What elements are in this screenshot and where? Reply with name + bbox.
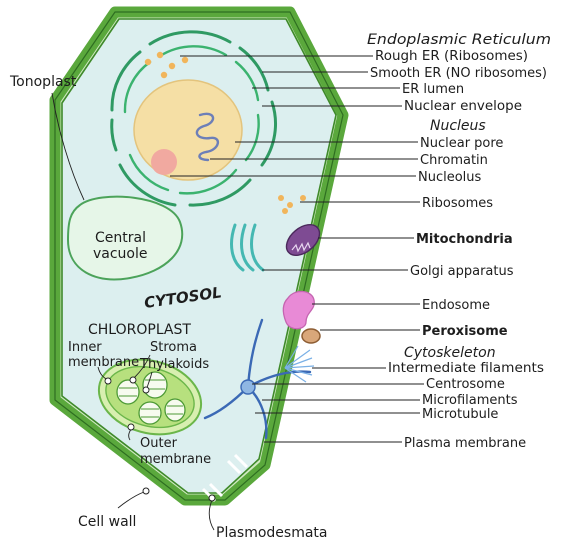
- central-vacuole-label-1: Central: [95, 230, 146, 246]
- golgi-apparatus-label: Golgi apparatus: [410, 264, 514, 279]
- cell-wall-leader-dot: [143, 488, 149, 494]
- plasma-membrane-label: Plasma membrane: [404, 436, 526, 451]
- inner-membrane-label-1: Inner: [68, 340, 102, 355]
- cell-wall-leader: [118, 492, 144, 508]
- plasmodesmata-leader-dot: [209, 495, 215, 501]
- peroxisome-label: Peroxisome: [422, 324, 508, 339]
- endoplasmic-reticulum-heading: Endoplasmic Reticulum: [367, 32, 551, 48]
- microfilaments-label: Microfilaments: [422, 393, 518, 408]
- smooth-er-label: Smooth ER (NO ribosomes): [370, 66, 547, 81]
- plasmodesmata-label: Plasmodesmata: [216, 525, 328, 540]
- nuclear-envelope-label: Nuclear envelope: [404, 99, 522, 114]
- central-vacuole-label-2: vacuole: [93, 246, 148, 262]
- nucleus-heading: Nucleus: [430, 118, 486, 134]
- peroxisome: [302, 329, 320, 343]
- tonoplast-label: Tonoplast: [9, 74, 77, 90]
- outer-membrane-label-2: membrane: [140, 452, 211, 467]
- endosome-label: Endosome: [422, 298, 490, 313]
- centrosome-label: Centrosome: [426, 377, 505, 392]
- chloroplast-label: CHLOROPLAST: [88, 322, 191, 338]
- nuclear-pore-label: Nuclear pore: [420, 136, 503, 151]
- centrosome: [241, 380, 255, 394]
- nucleolus-label: Nucleolus: [418, 170, 482, 185]
- nucleus: [134, 80, 242, 180]
- cell-wall-label: Cell wall: [78, 514, 136, 530]
- er-lumen-label: ER lumen: [402, 82, 464, 97]
- ribosomes-label: Ribosomes: [422, 196, 493, 211]
- cytoskeleton-heading: Cytoskeleton: [404, 345, 496, 361]
- inner-membrane-label-2: membrane: [68, 355, 139, 370]
- nucleolus: [151, 149, 177, 175]
- outer-membrane-label-1: Outer: [140, 436, 178, 451]
- rough-er-label: Rough ER (Ribosomes): [375, 49, 528, 64]
- chromatin-label: Chromatin: [420, 153, 488, 168]
- mitochondria-label: Mitochondria: [416, 232, 513, 247]
- thylakoids-label: Thylakoids: [139, 357, 209, 372]
- stroma-label: Stroma: [150, 340, 197, 355]
- intermediate-filaments-label: Intermediate filaments: [388, 361, 544, 376]
- microtubule-label: Microtubule: [422, 407, 498, 422]
